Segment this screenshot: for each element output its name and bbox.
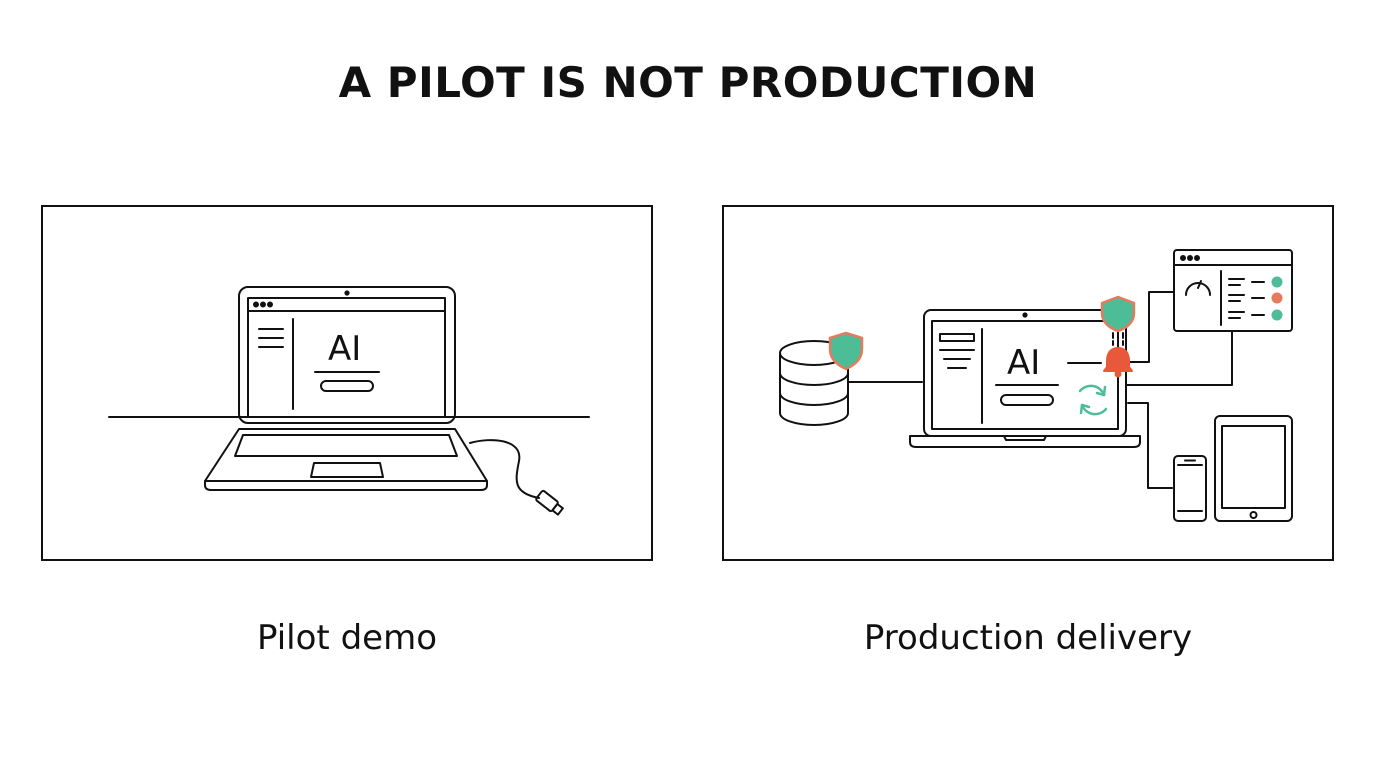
pilot-demo-caption: Pilot demo (256, 618, 437, 658)
phone-icon (1173, 455, 1207, 522)
laptop-icon: AI (204, 286, 488, 491)
pilot-demo-panel: AI (41, 205, 653, 561)
tablet-icon (1214, 415, 1293, 522)
production-delivery-caption: Production delivery (863, 618, 1193, 658)
screen-ai-label: AI (328, 329, 361, 369)
gauge-icon (1185, 280, 1211, 296)
page-title: A PILOT IS NOT PRODUCTION (338, 58, 1038, 107)
connection-lines (847, 291, 1233, 489)
laptop-icon: AI (909, 309, 1141, 448)
shield-icon (1100, 295, 1136, 333)
bell-icon (1103, 347, 1133, 378)
dashboard-window-icon (1173, 249, 1293, 332)
screen-ai-label: AI (1007, 343, 1040, 383)
shield-icon (828, 331, 864, 371)
usb-cable-icon (469, 439, 564, 516)
database-icon (779, 340, 849, 426)
sync-icon (1078, 384, 1108, 416)
production-delivery-panel: AI (722, 205, 1334, 561)
